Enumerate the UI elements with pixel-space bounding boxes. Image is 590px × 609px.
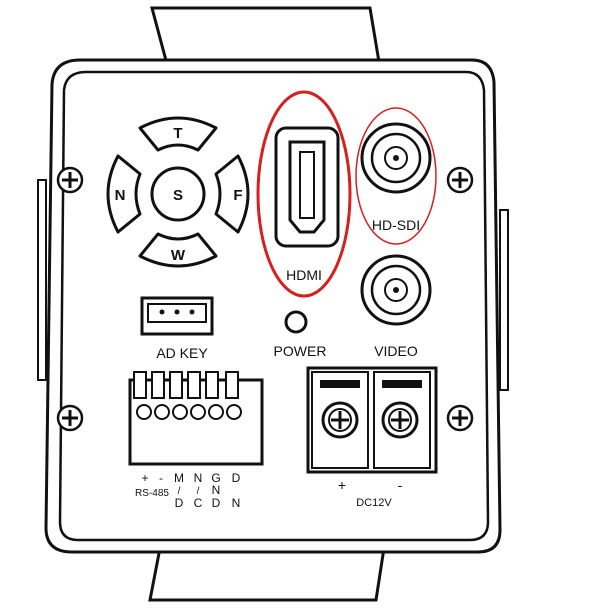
gnd-label-bot: D — [212, 496, 221, 510]
terminal-block[interactable] — [128, 371, 264, 466]
rs485-plus-label: + — [141, 471, 148, 485]
screw-icon — [446, 166, 474, 194]
dn-label-bot: N — [232, 496, 241, 510]
right-side-ridge — [499, 209, 509, 391]
nav-button-top[interactable] — [138, 116, 218, 152]
power-indicator — [284, 310, 308, 334]
screw-icon — [56, 166, 84, 194]
md-label-mid: / — [178, 486, 181, 497]
screw-icon[interactable] — [321, 401, 359, 439]
dc12v-label: DC12V — [356, 497, 392, 509]
left-side-ridge — [37, 179, 47, 381]
nav-label-right: F — [233, 187, 242, 204]
nav-button-center[interactable] — [150, 166, 206, 222]
nav-label-top: T — [173, 125, 182, 142]
nav-label-bottom: W — [171, 247, 186, 264]
hd-sdi-highlight-ring — [355, 107, 437, 245]
video-connector[interactable] — [360, 254, 432, 326]
rs485-minus-label: - — [159, 471, 163, 485]
bottom-mounting-tab — [148, 546, 386, 602]
screw-icon — [56, 404, 84, 432]
power-label: POWER — [274, 343, 327, 359]
ad-key-connector[interactable] — [140, 296, 214, 336]
nc-label-top: N — [194, 471, 203, 485]
nav-button-right[interactable] — [214, 154, 250, 234]
dn-label-top: D — [232, 471, 241, 485]
rs485-label: RS-485 — [135, 488, 169, 499]
nav-button-left[interactable] — [106, 154, 142, 234]
dc-minus-label: - — [398, 477, 403, 493]
nav-button-bottom[interactable] — [138, 232, 218, 268]
hdmi-port-tongue — [299, 151, 315, 219]
nav-label-left: N — [115, 187, 126, 204]
ad-key-label: AD KEY — [156, 345, 208, 361]
md-label-top: M — [174, 471, 184, 485]
video-label: VIDEO — [374, 343, 418, 359]
screw-icon[interactable] — [381, 401, 419, 439]
dc-plus-label: + — [338, 477, 346, 493]
hdmi-highlight-ring — [256, 90, 352, 298]
hd-sdi-connector[interactable] — [360, 122, 432, 194]
nc-label-bot: C — [194, 496, 203, 510]
screw-icon — [446, 404, 474, 432]
gnd-label-mid: N — [212, 483, 221, 497]
md-label-bot: D — [175, 496, 184, 510]
nav-label-center: S — [173, 187, 183, 204]
gnd-label-top: G — [211, 471, 220, 485]
hd-sdi-label: HD-SDI — [372, 217, 420, 233]
nc-label-mid: / — [197, 486, 200, 497]
hdmi-label: HDMI — [286, 267, 322, 283]
